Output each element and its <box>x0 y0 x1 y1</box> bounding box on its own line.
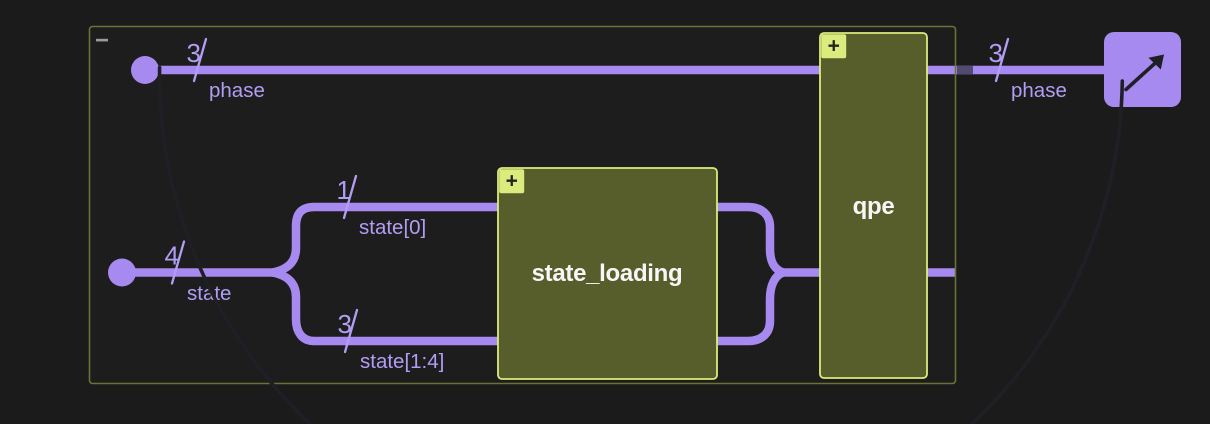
qubit-count-slash <box>342 174 358 220</box>
wire-start-dot-phase <box>131 56 159 84</box>
qubit-count-slash <box>192 37 208 83</box>
wire-start-dot-state <box>108 258 136 287</box>
qubit-count-slash <box>343 308 359 354</box>
gate-qpe-label: qpe <box>853 193 895 220</box>
gate-state-loading[interactable]: + state_loading <box>497 167 718 380</box>
register-name: state[1:4] <box>360 350 444 373</box>
qubit-count: 3 <box>989 38 1003 68</box>
measure-gauge-icon <box>157 54 1164 424</box>
expand-plus-icon[interactable]: + <box>828 35 840 58</box>
measurement-gate[interactable] <box>157 32 1181 424</box>
gate-qpe-box[interactable] <box>819 32 928 379</box>
qubit-count-slash <box>994 37 1010 83</box>
qubit-count: 4 <box>165 241 179 271</box>
qubit-count: 3 <box>338 309 352 339</box>
measurement-gate-box[interactable] <box>1104 32 1181 107</box>
register-name: phase <box>209 79 265 102</box>
gate-qpe[interactable]: + qpe <box>819 32 928 379</box>
expand-plus-icon[interactable]: + <box>506 170 518 193</box>
qubit-count-slash <box>170 240 186 285</box>
expand-plus-badge[interactable] <box>821 34 847 59</box>
register-annotation-state0: 1 state[0] <box>337 174 426 239</box>
register-name: state[0] <box>359 216 426 239</box>
register-name: phase <box>1011 79 1067 102</box>
qubit-count: 1 <box>337 175 351 205</box>
register-annotation-phase-out: 3 phase <box>989 37 1067 102</box>
gate-state-loading-label: state_loading <box>532 260 683 287</box>
expand-plus-badge[interactable] <box>499 169 525 194</box>
register-annotation-state-in: 4 state <box>165 240 231 305</box>
qubit-count: 3 <box>187 38 201 68</box>
gate-state-loading-box[interactable] <box>497 167 718 380</box>
collapse-minus-icon[interactable]: − <box>95 27 109 54</box>
register-annotation-state14: 3 state[1:4] <box>338 308 444 373</box>
main-function-frame <box>88 25 957 385</box>
register-name: state <box>187 282 231 305</box>
register-annotation-phase-in: 3 phase <box>187 37 265 102</box>
